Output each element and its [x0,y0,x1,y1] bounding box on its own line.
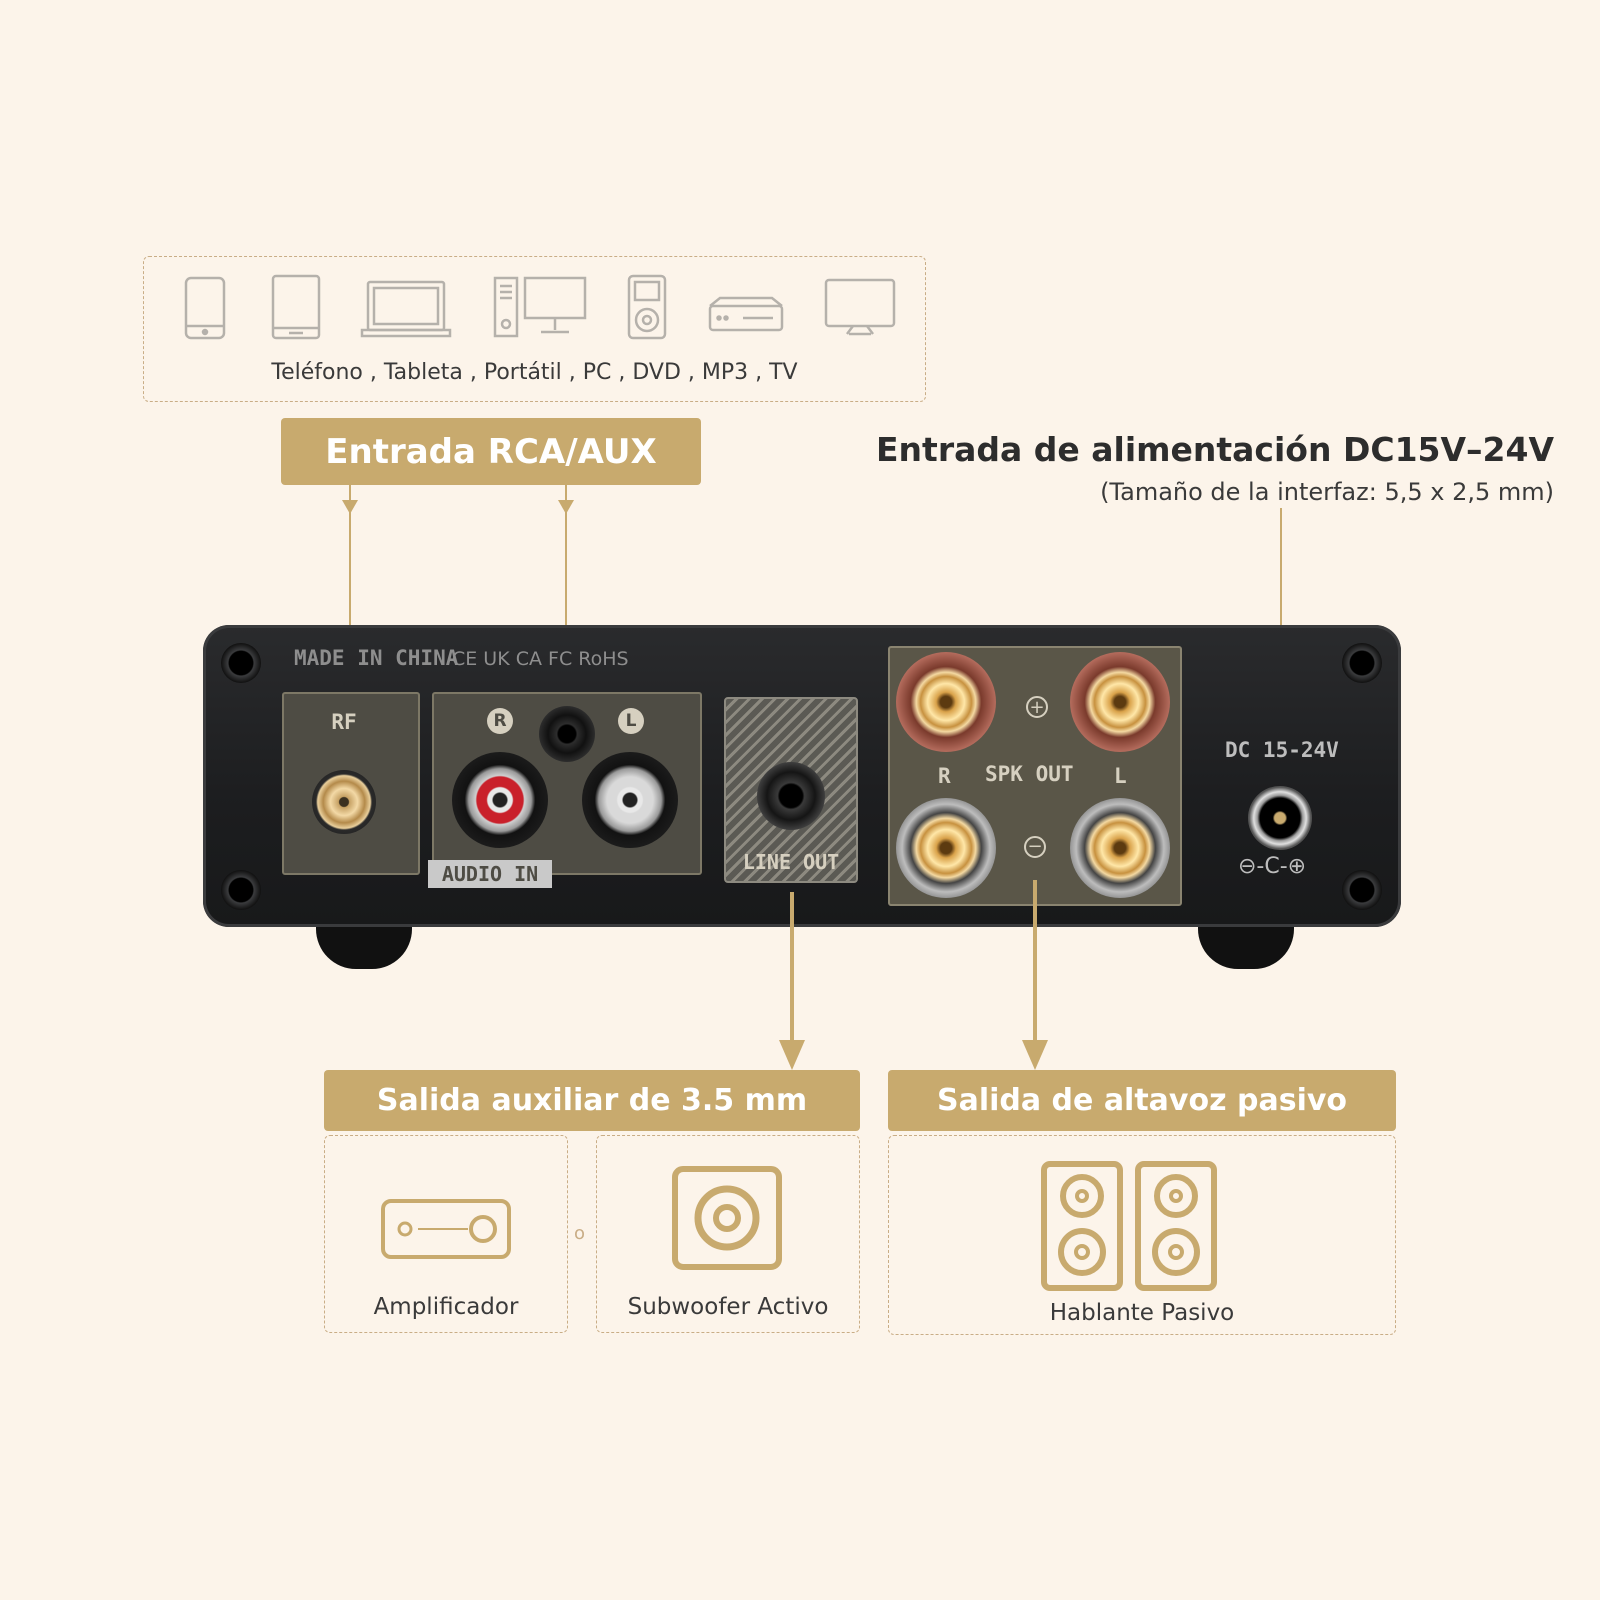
line-out-label: LINE OUT [742,850,840,874]
aux-output-tag: Salida auxiliar de 3.5 mm [324,1070,860,1131]
amplifier-icon [381,1199,511,1259]
audio-in-r-marker: R [487,708,513,734]
subwoofer-box [596,1135,860,1333]
rf-antenna-connector[interactable] [312,770,376,834]
screw-top-right [1342,643,1382,683]
subwoofer-icon [672,1166,782,1270]
rca-right-input-jack[interactable] [452,752,548,848]
speaker-l-plus-terminal[interactable] [1070,652,1170,752]
subwoofer-label: Subwoofer Activo [627,1294,829,1320]
mp3-player-icon [627,274,667,340]
spk-minus-marker: − [1024,836,1046,858]
audio-in-leader-line [565,485,567,703]
power-input-title: Entrada de alimentación DC15V–24V [876,430,1554,469]
speaker-r-minus-terminal[interactable] [896,798,996,898]
source-devices-label: Teléfono , Tableta , Portátil , PC , DVD… [271,360,798,385]
screw-bottom-left [221,870,261,910]
source-devices-box [143,256,926,402]
spk-out-label: SPK OUT [985,762,1074,786]
certification-marks: CE UK CA FC RoHS [452,648,629,670]
aux-3-5mm-input-jack[interactable] [539,706,595,762]
pc-icon [493,276,587,338]
screw-top-left [221,643,261,683]
speaker-output-tag: Salida de altavoz pasivo [888,1070,1396,1131]
aux-output-title: Salida auxiliar de 3.5 mm [376,1083,808,1118]
audio-in-arrow [558,500,574,514]
spk-out-l-label: L [1114,764,1127,788]
rf-leader-line [349,485,351,698]
passive-speakers-icon [1041,1161,1217,1291]
line-out-arrow [779,1040,805,1070]
speaker-r-plus-terminal[interactable] [896,652,996,752]
dvd-player-icon [708,296,784,332]
rca-input-tag: Entrada RCA/AUX [281,418,701,485]
made-in-china-label: MADE IN CHINA [294,646,459,670]
screw-bottom-right [1342,870,1382,910]
line-out-leader-line [790,892,794,1042]
amplifier-label: Amplificador [373,1294,519,1320]
amplifier-box [324,1135,568,1333]
rf-label: RF [331,710,357,734]
rf-arrow [342,500,358,514]
audio-in-l-marker: L [618,708,644,734]
passive-speaker-label: Hablante Pasivo [1049,1300,1235,1326]
rca-input-title: Entrada RCA/AUX [325,431,657,472]
line-out-jack[interactable] [757,762,825,830]
aux-output-separator: o [574,1223,586,1244]
passive-speaker-box [888,1135,1396,1335]
tablet-icon [271,274,321,340]
dc-input-label: DC 15-24V [1225,738,1339,762]
dc-polarity-symbol: ⊖-C-⊕ [1238,854,1307,879]
source-icons-row [184,274,896,340]
power-input-subtitle: (Tamaño de la interfaz: 5,5 x 2,5 mm) [1100,478,1554,506]
speaker-l-minus-terminal[interactable] [1070,798,1170,898]
rca-left-input-jack[interactable] [582,752,678,848]
dc-power-jack[interactable] [1248,786,1312,850]
phone-icon [184,276,226,340]
spk-out-r-label: R [938,764,951,788]
spk-out-arrow [1022,1040,1048,1070]
laptop-icon [360,280,452,338]
spk-plus-marker: + [1026,696,1048,718]
spk-out-leader-line [1033,880,1037,1042]
speaker-output-title: Salida de altavoz pasivo [936,1083,1348,1118]
tv-icon [824,278,896,336]
audio-in-label: AUDIO IN [428,860,552,888]
